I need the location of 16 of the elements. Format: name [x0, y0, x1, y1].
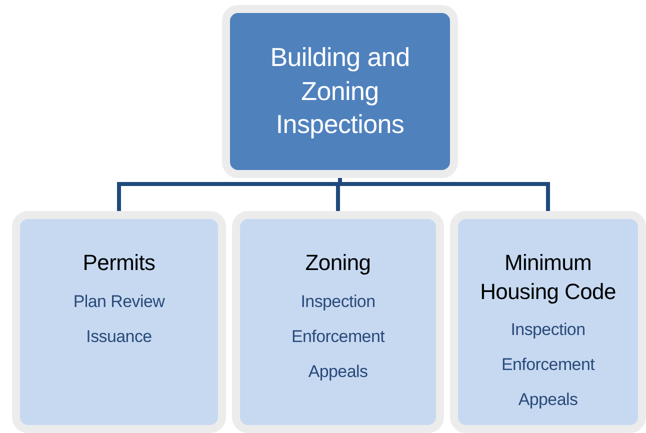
title-box [222, 5, 458, 178]
list-item: Issuance [86, 326, 152, 348]
list-item: Plan Review [73, 290, 165, 313]
list-item: Enforcement [501, 354, 595, 376]
list-item: Appeals [308, 360, 368, 383]
card-heading: Zoning [304, 249, 372, 277]
list-item: Inspection [300, 290, 376, 313]
card-heading: Minimum Housing Code [479, 249, 617, 306]
list-item: Enforcement [291, 326, 385, 348]
list-item: Appeals [518, 389, 578, 412]
box-title: Building and Zoning Inspections [269, 40, 411, 142]
list-item: Inspection [510, 319, 586, 342]
category-card [12, 211, 226, 433]
category-card [232, 211, 444, 433]
card-heading: Permits [82, 249, 156, 277]
category-card [450, 211, 646, 433]
